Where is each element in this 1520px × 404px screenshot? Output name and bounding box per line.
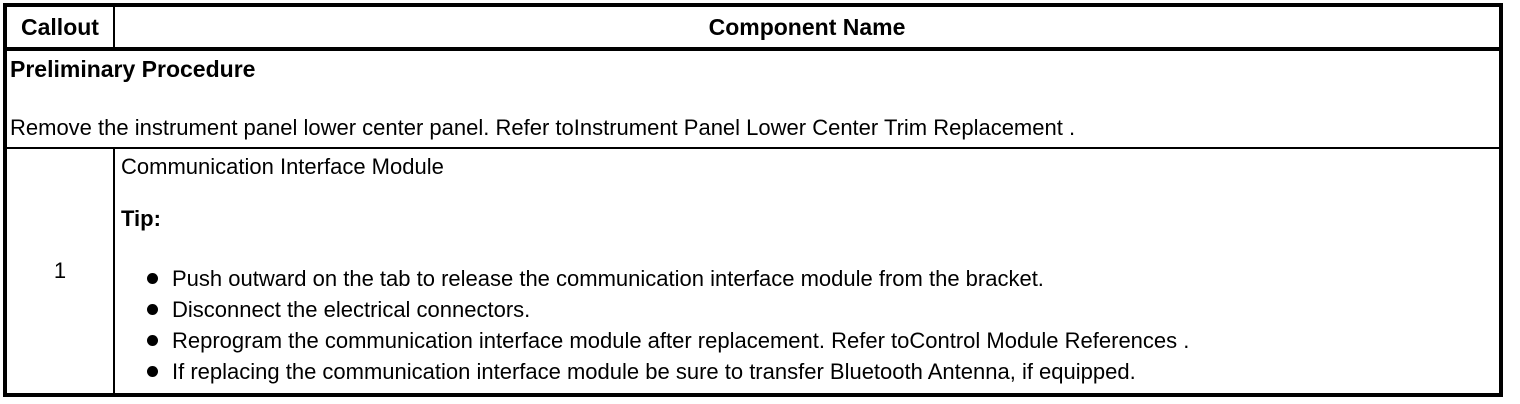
- bullet-item: Push outward on the tab to release the c…: [121, 263, 1489, 294]
- preliminary-procedure-title: Preliminary Procedure: [10, 56, 256, 82]
- bullet-item: Reprogram the communication interface mo…: [121, 325, 1489, 356]
- tip-bullet-list: Push outward on the tab to release the c…: [121, 263, 1489, 387]
- tip-label: Tip:: [121, 206, 161, 231]
- bullet-text: Disconnect the electrical connectors.: [172, 297, 531, 322]
- table-header-row: Callout Component Name: [7, 7, 1499, 51]
- header-cell-callout: Callout: [7, 7, 115, 47]
- bullet-icon: [147, 304, 158, 315]
- bullet-item: If replacing the communication interface…: [121, 356, 1489, 387]
- component-cell: Communication Interface Module Tip: Push…: [115, 149, 1499, 393]
- bullet-icon: [147, 335, 158, 346]
- component-name-text: Communication Interface Module: [121, 154, 444, 179]
- bullet-text: If replacing the communication interface…: [172, 359, 1136, 384]
- component-table: Callout Component Name Preliminary Proce…: [3, 3, 1503, 397]
- component-row: 1 Communication Interface Module Tip: Pu…: [7, 149, 1499, 393]
- bullet-icon: [147, 366, 158, 377]
- preliminary-procedure-text: Remove the instrument panel lower center…: [10, 115, 1076, 140]
- callout-number: 1: [53, 258, 67, 283]
- bullet-text: Push outward on the tab to release the c…: [172, 266, 1044, 291]
- bullet-icon: [147, 273, 158, 284]
- preliminary-procedure-row: Preliminary Procedure Remove the instrum…: [7, 51, 1499, 149]
- bullet-text: Reprogram the communication interface mo…: [172, 328, 1190, 353]
- bullet-item: Disconnect the electrical connectors.: [121, 294, 1489, 325]
- callout-cell: 1: [7, 149, 115, 393]
- header-cell-component-name: Component Name: [708, 13, 906, 40]
